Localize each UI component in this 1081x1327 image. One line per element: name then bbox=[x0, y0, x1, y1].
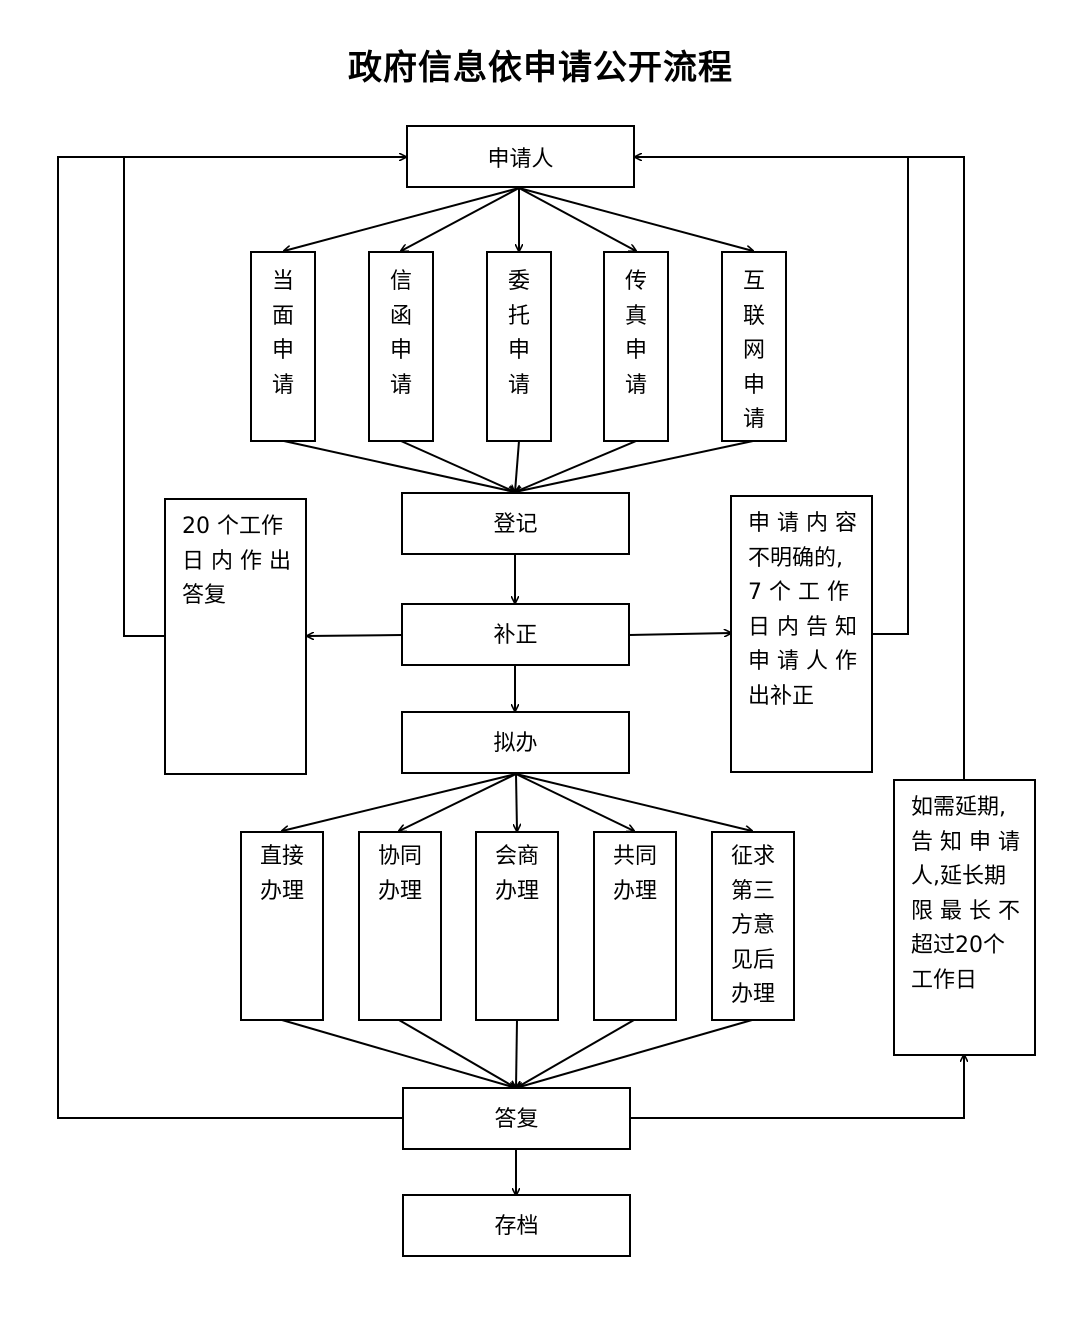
register-node: 登记 bbox=[401, 492, 630, 555]
correction-notice-note: 申 请 内 容 不明确的, 7 个 工 作 日 内 告 知 申 请 人 作 出补… bbox=[730, 495, 873, 773]
note-line: 人,延长期 bbox=[911, 864, 1006, 889]
arrow-draft-to-third-party bbox=[515, 773, 752, 831]
note-line: 20 个工作 bbox=[182, 514, 283, 539]
reply-deadline-note: 20 个工作 日 内 作 出 答复 bbox=[164, 498, 307, 775]
handling-line: 共同 bbox=[612, 844, 657, 869]
method-entrust: 委托申请 bbox=[486, 251, 552, 442]
arrow-applicant-to-fax bbox=[518, 187, 636, 251]
correction-node: 补正 bbox=[401, 603, 630, 666]
method-fax: 传真申请 bbox=[603, 251, 669, 442]
handling-third-party: 征求 第三 方意 见后 办理 bbox=[711, 831, 795, 1021]
handling-line: 办理 bbox=[730, 982, 775, 1007]
handling-line: 征求 bbox=[730, 844, 775, 869]
method-label: 互联网申请 bbox=[743, 269, 766, 432]
loop-correction-notice-to-applicant bbox=[635, 157, 909, 635]
handling-collaborative: 协同 办理 bbox=[358, 831, 442, 1021]
method-label: 信函申请 bbox=[390, 269, 413, 398]
reply-label: 答复 bbox=[494, 1107, 539, 1132]
note-line: 工作日 bbox=[911, 967, 978, 993]
handling-direct: 直接 办理 bbox=[240, 831, 324, 1021]
arrow-applicant-to-letter bbox=[401, 187, 520, 251]
arrow-third-party-to-reply bbox=[516, 1019, 753, 1088]
reply-node: 答复 bbox=[402, 1087, 631, 1150]
handling-line: 办理 bbox=[377, 878, 422, 904]
loop-extension-to-applicant-right bbox=[908, 156, 965, 779]
arrow-applicant-to-internet bbox=[518, 187, 753, 251]
note-line: 申 请 内 容 bbox=[748, 511, 857, 536]
note-line: 日 内 作 出 bbox=[182, 548, 291, 574]
applicant-node: 申请人 bbox=[406, 125, 635, 188]
arrow-draft-to-direct bbox=[282, 773, 517, 831]
note-line: 不明确的, bbox=[748, 545, 843, 571]
handling-line: 直接 bbox=[259, 844, 304, 869]
archive-node: 存档 bbox=[402, 1194, 631, 1257]
handling-line: 办理 bbox=[259, 878, 304, 904]
applicant-label: 申请人 bbox=[487, 147, 554, 172]
handling-line: 见后 bbox=[730, 947, 775, 973]
arrow-fax-to-register bbox=[515, 440, 637, 492]
arrow-draft-to-consultation bbox=[516, 773, 517, 831]
handling-line: 办理 bbox=[494, 878, 539, 904]
arrow-draft-to-collaborative bbox=[399, 773, 517, 831]
arrow-letter-to-register bbox=[400, 440, 515, 492]
note-line: 限 最 长 不 bbox=[911, 898, 1020, 924]
handling-line: 会商 bbox=[494, 844, 539, 869]
arrow-correction-to-correction-notice bbox=[628, 633, 731, 635]
arrow-direct-to-reply bbox=[281, 1019, 516, 1088]
handling-consultation: 会商 办理 bbox=[475, 831, 559, 1021]
arrow-correction-to-reply-deadline-note bbox=[307, 635, 403, 636]
method-letter: 信函申请 bbox=[368, 251, 434, 442]
loop-reply-deadline-to-applicant bbox=[123, 157, 406, 637]
handling-joint: 共同 办理 bbox=[593, 831, 677, 1021]
method-label: 当面申请 bbox=[272, 269, 295, 398]
note-line: 如需延期, bbox=[911, 795, 1006, 820]
method-internet: 互联网申请 bbox=[721, 251, 787, 442]
arrow-in-person-to-register bbox=[283, 440, 515, 492]
arrow-reply-to-extension-note bbox=[630, 1055, 964, 1119]
note-line: 告 知 申 请 bbox=[911, 829, 1020, 855]
extension-notice-note: 如需延期, 告 知 申 请 人,延长期 限 最 长 不 超过20个 工作日 bbox=[893, 779, 1036, 1056]
archive-label: 存档 bbox=[494, 1214, 539, 1239]
draft-label: 拟办 bbox=[493, 731, 538, 756]
note-line: 答复 bbox=[182, 583, 227, 608]
note-line: 超过20个 bbox=[911, 933, 1005, 958]
arrow-joint-to-reply bbox=[516, 1019, 635, 1088]
arrow-collaborative-to-reply bbox=[398, 1019, 516, 1088]
note-line: 申 请 人 作 bbox=[748, 649, 857, 674]
draft-node: 拟办 bbox=[401, 711, 630, 774]
method-in-person: 当面申请 bbox=[250, 251, 316, 442]
arrow-internet-to-register bbox=[515, 440, 754, 492]
page-title: 政府信息依申请公开流程 bbox=[348, 48, 733, 88]
note-line: 7 个 工 作 bbox=[748, 580, 849, 605]
note-line: 日 内 告 知 bbox=[748, 614, 857, 640]
handling-line: 方意 bbox=[730, 913, 775, 938]
handling-line: 第三 bbox=[730, 878, 775, 904]
method-label: 传真申请 bbox=[625, 269, 648, 398]
note-line: 出补正 bbox=[748, 683, 815, 709]
loop-reply-to-applicant-left bbox=[57, 156, 403, 1119]
handling-line: 协同 bbox=[377, 844, 422, 869]
correction-label: 补正 bbox=[493, 623, 538, 648]
method-label: 委托申请 bbox=[508, 269, 531, 398]
arrow-entrust-to-register bbox=[515, 440, 520, 492]
handling-line: 办理 bbox=[612, 878, 657, 904]
arrow-applicant-to-in-person bbox=[284, 187, 520, 251]
arrow-consultation-to-reply bbox=[516, 1019, 517, 1088]
arrow-draft-to-joint bbox=[515, 773, 634, 831]
register-label: 登记 bbox=[493, 512, 538, 537]
